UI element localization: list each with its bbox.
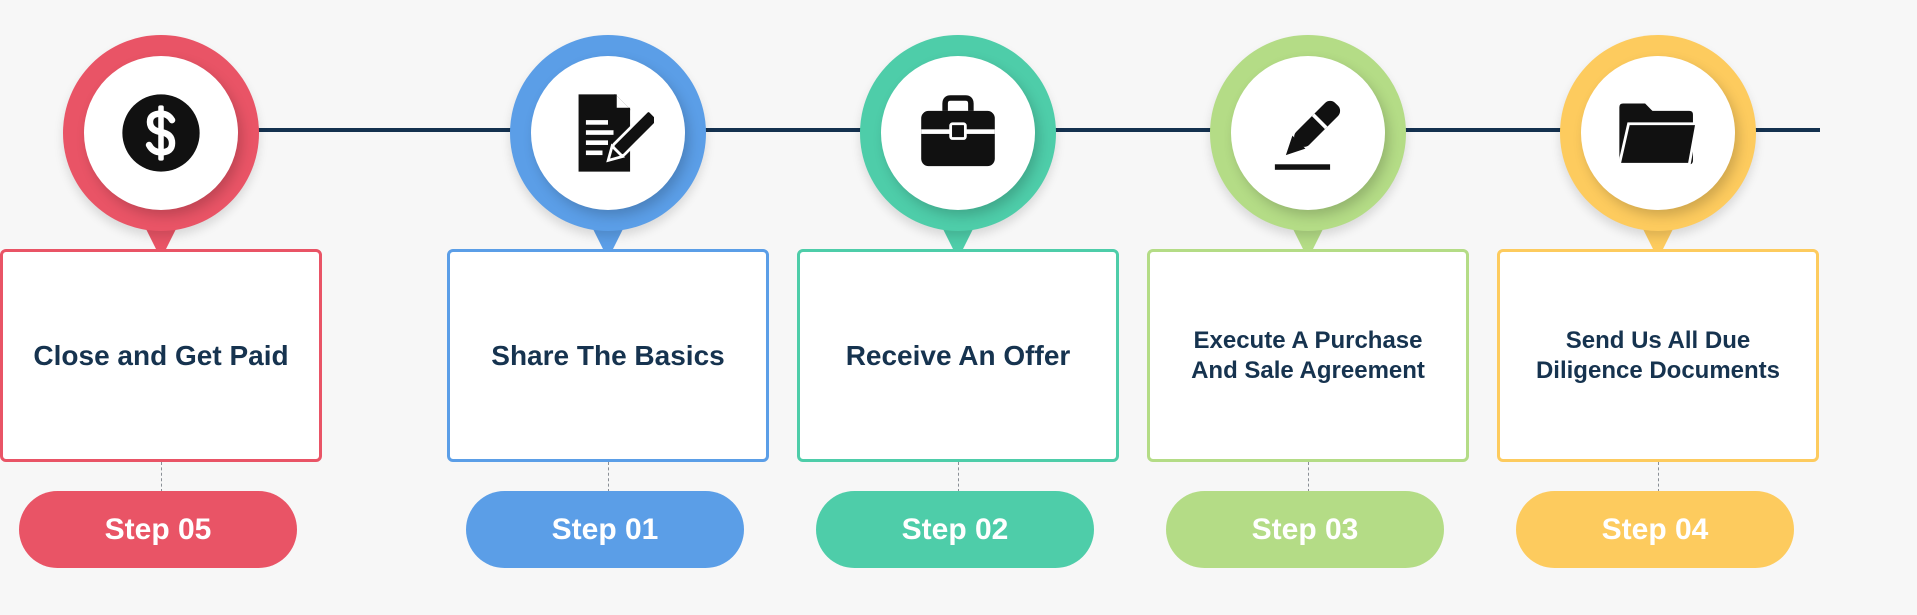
step-title: Execute A Purchase And Sale Agreement xyxy=(1191,326,1425,384)
step-3-card: Execute A Purchase And Sale Agreement xyxy=(1147,249,1469,462)
step-5-pin xyxy=(63,35,259,259)
process-step-3: Execute A Purchase And Sale Agreement St… xyxy=(1147,0,1469,615)
process-step-5: Close and Get Paid Step 05 xyxy=(0,0,322,615)
document-pen-icon xyxy=(562,87,654,179)
step-4-card: Send Us All Due Diligence Documents xyxy=(1497,249,1819,462)
step-title: Send Us All Due Diligence Documents xyxy=(1535,326,1781,384)
step-badge: Step 02 xyxy=(816,491,1094,568)
pen-signature-icon xyxy=(1262,87,1354,179)
step-1-card: Share The Basics xyxy=(447,249,769,462)
step-1-pin xyxy=(510,35,706,259)
step-title: Close and Get Paid xyxy=(33,339,289,371)
briefcase-icon xyxy=(912,87,1004,179)
dashed-connector xyxy=(1308,462,1309,492)
step-5-card: Close and Get Paid xyxy=(0,249,322,462)
step-2-pin xyxy=(860,35,1056,259)
step-3-pin xyxy=(1210,35,1406,259)
dashed-connector xyxy=(1658,462,1659,492)
folder-icon xyxy=(1612,87,1704,179)
step-badge: Step 03 xyxy=(1166,491,1444,568)
process-step-1: Share The Basics Step 01 xyxy=(447,0,769,615)
step-title: Share The Basics xyxy=(491,339,725,371)
step-badge: Step 04 xyxy=(1516,491,1794,568)
dashed-connector xyxy=(608,462,609,492)
process-step-4: Send Us All Due Diligence Documents Step… xyxy=(1497,0,1819,615)
dashed-connector xyxy=(958,462,959,492)
dollar-circle-icon xyxy=(115,87,207,179)
step-2-card: Receive An Offer xyxy=(797,249,1119,462)
process-step-2: Receive An Offer Step 02 xyxy=(797,0,1119,615)
step-title: Receive An Offer xyxy=(845,339,1071,371)
step-4-pin xyxy=(1560,35,1756,259)
step-badge: Step 01 xyxy=(466,491,744,568)
dashed-connector xyxy=(161,462,162,492)
step-badge: Step 05 xyxy=(19,491,297,568)
